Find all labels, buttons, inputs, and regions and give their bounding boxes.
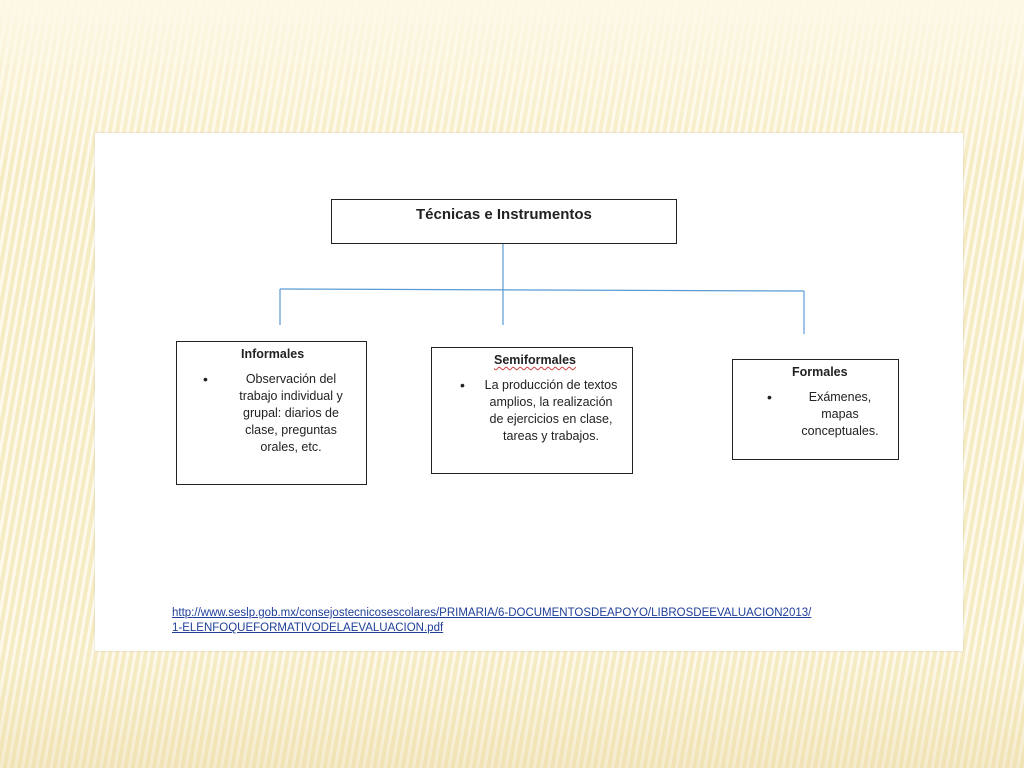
node-semiformales: Semiformales La producción de textos amp… [431, 347, 633, 474]
node-semiformales-title: Semiformales [494, 353, 576, 367]
node-formales-list: Exámenes, mapas conceptuales. [767, 389, 891, 440]
background-glow-bottom [0, 648, 1024, 768]
node-semiformales-list: La producción de textos amplios, la real… [460, 377, 620, 445]
source-link[interactable]: http://www.seslp.gob.mx/consejostecnicos… [172, 607, 812, 634]
root-node: Técnicas e Instrumentos [331, 199, 677, 244]
node-formales-title: Formales [792, 365, 848, 379]
node-informales-list: Observación del trabajo individual y gru… [203, 371, 357, 456]
node-informales: Informales Observación del trabajo indiv… [176, 341, 367, 485]
node-formales: Formales Exámenes, mapas conceptuales. [732, 359, 899, 460]
list-item: La producción de textos amplios, la real… [460, 377, 620, 445]
slide-content: Técnicas e Instrumentos Informales Obser… [95, 133, 963, 651]
connector-lines [279, 244, 805, 334]
list-item: Exámenes, mapas conceptuales. [767, 389, 891, 440]
node-informales-title: Informales [241, 347, 305, 361]
list-item: Observación del trabajo individual y gru… [203, 371, 357, 456]
root-node-label: Técnicas e Instrumentos [416, 206, 592, 223]
connector-horizontal [279, 288, 805, 292]
